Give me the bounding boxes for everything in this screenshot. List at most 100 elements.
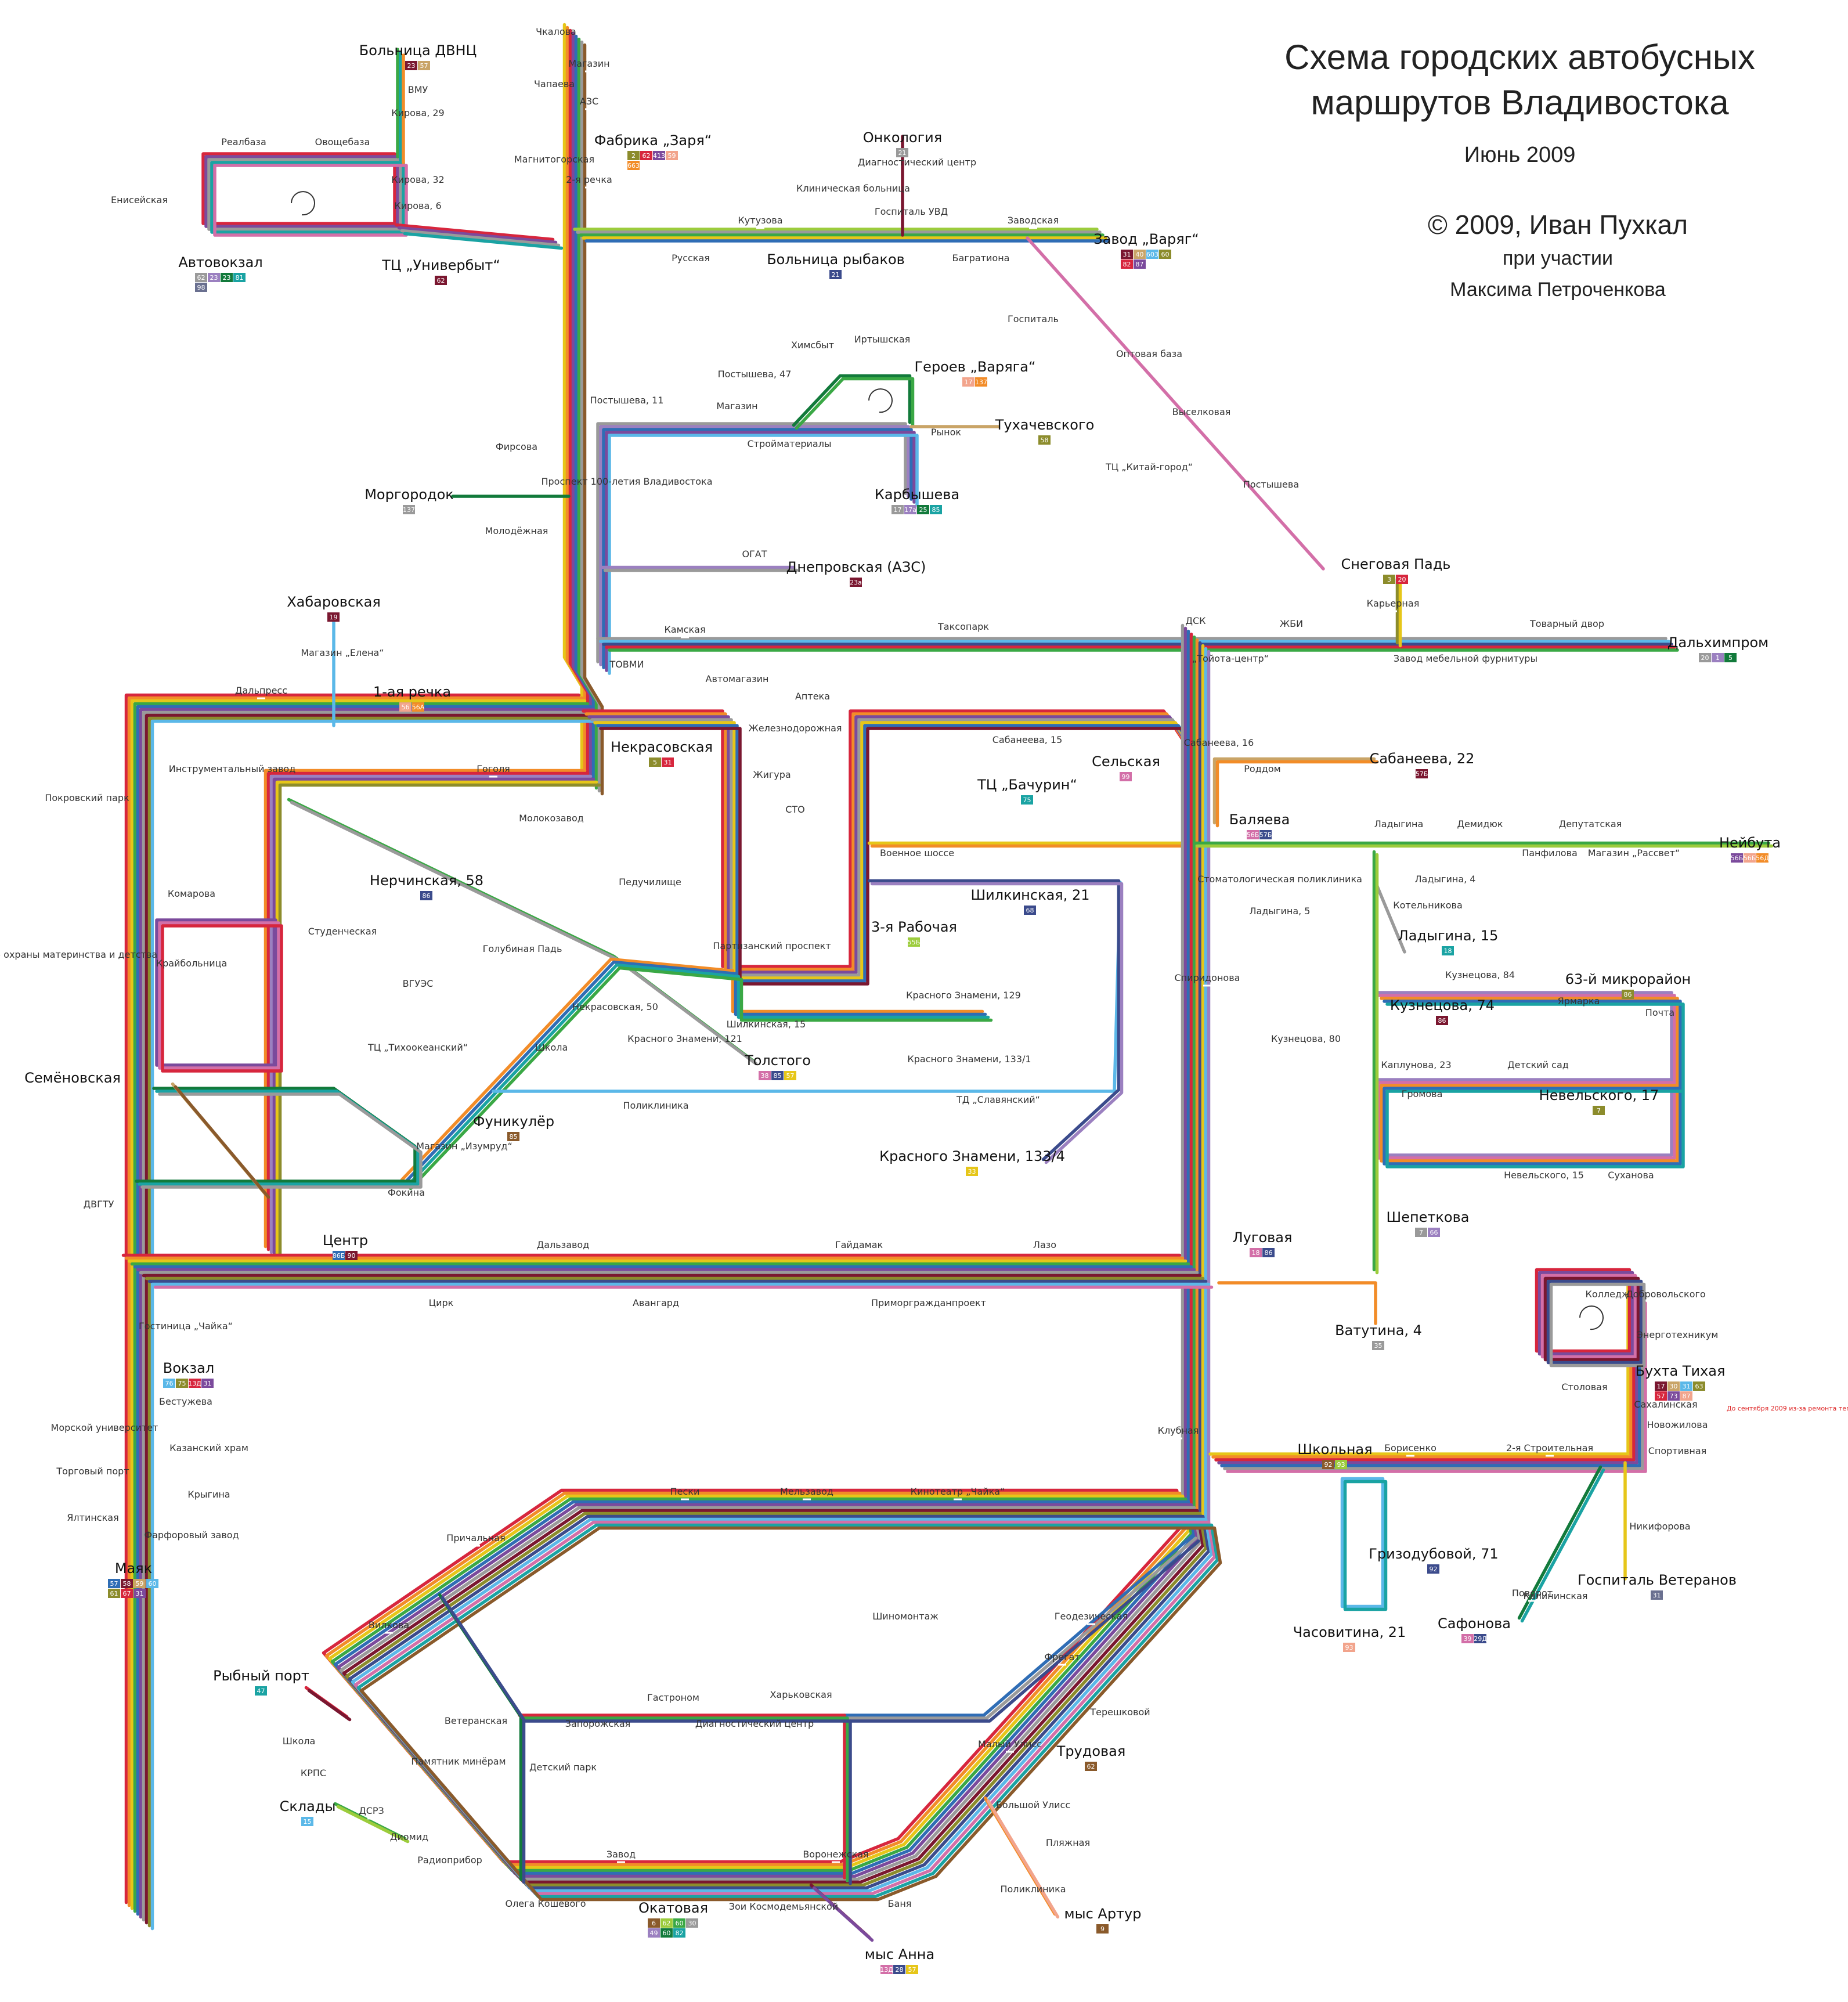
route-badge[interactable] — [1096, 1924, 1109, 1934]
route-badge[interactable] — [1134, 250, 1146, 259]
stop-label[interactable]: Госпиталь — [1008, 313, 1059, 324]
terminal-name[interactable]: Семёновская — [24, 1070, 121, 1086]
stop-label[interactable]: Аптека — [795, 691, 830, 702]
stop-label[interactable]: Чапаева — [534, 78, 575, 89]
route-badge[interactable] — [301, 1817, 313, 1826]
route-badge[interactable] — [1593, 1106, 1605, 1115]
stop-label[interactable]: Поликлиника — [623, 1100, 688, 1111]
stop-label[interactable]: Никифорова — [1629, 1521, 1690, 1532]
stop-label[interactable]: Демидюк — [1457, 818, 1503, 829]
stop-label[interactable]: Сабанеева, 15 — [992, 734, 1063, 745]
route-badge[interactable] — [1427, 1564, 1439, 1574]
terminal-name[interactable]: 63-й микрорайон — [1565, 971, 1691, 987]
route-badge[interactable] — [1383, 575, 1395, 584]
route-badge[interactable] — [648, 1918, 660, 1928]
stop-label[interactable]: Госпиталь УВД — [875, 206, 948, 217]
route-badge[interactable] — [966, 1167, 978, 1176]
stop-label[interactable]: Магазин „Рассвет“ — [1588, 847, 1680, 858]
route-badge[interactable] — [686, 1918, 698, 1928]
stop-label[interactable]: Пляжная — [1046, 1837, 1090, 1848]
route-badge[interactable] — [121, 1579, 133, 1588]
stop-label[interactable]: Гайдамак — [835, 1239, 883, 1250]
terminal-name[interactable]: 1-ая речка — [373, 684, 451, 700]
stop-label[interactable]: Магазин — [568, 58, 609, 69]
stop-label[interactable]: Ветеранская — [445, 1715, 507, 1726]
stop-label[interactable]: Ладыгина, 4 — [1415, 874, 1476, 885]
route-badge[interactable] — [906, 1965, 918, 1974]
route-badge[interactable] — [208, 273, 220, 282]
route-badge[interactable] — [850, 578, 862, 587]
terminal-name[interactable]: Днепровская (АЗС) — [786, 559, 926, 575]
route-badge[interactable] — [1247, 830, 1259, 839]
route-badge[interactable] — [108, 1589, 120, 1598]
route-badge[interactable] — [784, 1071, 796, 1080]
stop-label[interactable]: Поликлиника — [1000, 1884, 1066, 1895]
route-badge[interactable] — [1724, 653, 1737, 662]
route-badge[interactable] — [640, 151, 652, 160]
stop-label[interactable]: Пески — [670, 1486, 700, 1497]
stop-label[interactable]: Роддом — [1244, 763, 1280, 774]
stop-label[interactable]: Казанский храм — [169, 1442, 248, 1453]
terminal-name[interactable]: Гризодубовой, 71 — [1369, 1546, 1498, 1562]
stop-label[interactable]: Кинотеатр „Чайка“ — [911, 1486, 1005, 1497]
stop-label[interactable]: Фирсова — [496, 441, 537, 452]
route-badge[interactable] — [233, 273, 246, 282]
terminal-name[interactable]: ТЦ „Бачурин“ — [977, 777, 1077, 793]
route-badge[interactable] — [1699, 653, 1711, 662]
stop-label[interactable]: Геодезическая — [1055, 1611, 1128, 1622]
stop-label[interactable]: Проспект 100-летия Владивостока — [541, 476, 712, 487]
stop-label[interactable]: Суханова — [1608, 1170, 1654, 1181]
stop-label[interactable]: Памятник минёрам — [411, 1756, 506, 1767]
terminal-name[interactable]: Хабаровская — [287, 594, 381, 610]
stop-label[interactable]: Завод мебельной фурнитуры — [1394, 653, 1537, 664]
route-badge[interactable] — [1396, 575, 1408, 584]
stop-label[interactable]: Шилкинская, 15 — [727, 1019, 806, 1030]
stop-label[interactable]: Фрегат — [1044, 1651, 1080, 1662]
terminal-name[interactable]: Сабанеева, 22 — [1370, 751, 1475, 767]
stop-label[interactable]: Добровольского — [1626, 1289, 1705, 1300]
terminal-name[interactable]: Красного Знамени, 133/4 — [879, 1148, 1065, 1164]
terminal-name[interactable]: ТЦ „Универбыт“ — [381, 257, 500, 273]
terminal-name[interactable]: Толстого — [744, 1052, 811, 1069]
terminal-name[interactable]: мыс Анна — [865, 1946, 934, 1963]
route-badge[interactable] — [904, 505, 916, 514]
stop-label[interactable]: Русская — [672, 252, 710, 264]
stop-label[interactable]: ВМУ — [408, 84, 428, 95]
terminal-name[interactable]: Онкология — [863, 129, 942, 146]
stop-label[interactable]: Диагностический центр — [695, 1718, 814, 1729]
route-badge[interactable] — [891, 505, 904, 514]
route-badge[interactable] — [333, 1251, 345, 1260]
route-badge[interactable] — [507, 1132, 519, 1141]
route-badge[interactable] — [1667, 1381, 1680, 1391]
stop-label[interactable]: Школа — [535, 1042, 568, 1053]
stop-label[interactable]: Овощебаза — [315, 136, 370, 147]
route-badge[interactable] — [201, 1379, 214, 1388]
stop-label[interactable]: Спортивная — [1648, 1445, 1707, 1456]
terminal-name[interactable]: Снеговая Падь — [1341, 556, 1451, 572]
terminal-name[interactable]: Трудовая — [1056, 1743, 1126, 1759]
stop-label[interactable]: ВГУЭС — [403, 978, 434, 989]
route-badge[interactable] — [1372, 1341, 1384, 1350]
route-badge[interactable] — [1038, 435, 1051, 445]
route-badge[interactable] — [345, 1251, 358, 1260]
stop-label[interactable]: Клубная — [1158, 1425, 1199, 1436]
terminal-name[interactable]: Героев „Варяга“ — [915, 359, 1036, 375]
stop-label[interactable]: Торговый порт — [56, 1466, 129, 1477]
route-badge[interactable] — [975, 377, 987, 387]
stop-label[interactable]: Постышева — [1243, 479, 1299, 490]
stop-label[interactable]: Ялтинская — [67, 1512, 118, 1523]
route-badge[interactable] — [1442, 946, 1454, 955]
route-badge[interactable] — [1756, 853, 1768, 863]
route-badge[interactable] — [255, 1686, 267, 1696]
stop-label[interactable]: ТЦ „Тихоокеанский“ — [367, 1042, 468, 1053]
